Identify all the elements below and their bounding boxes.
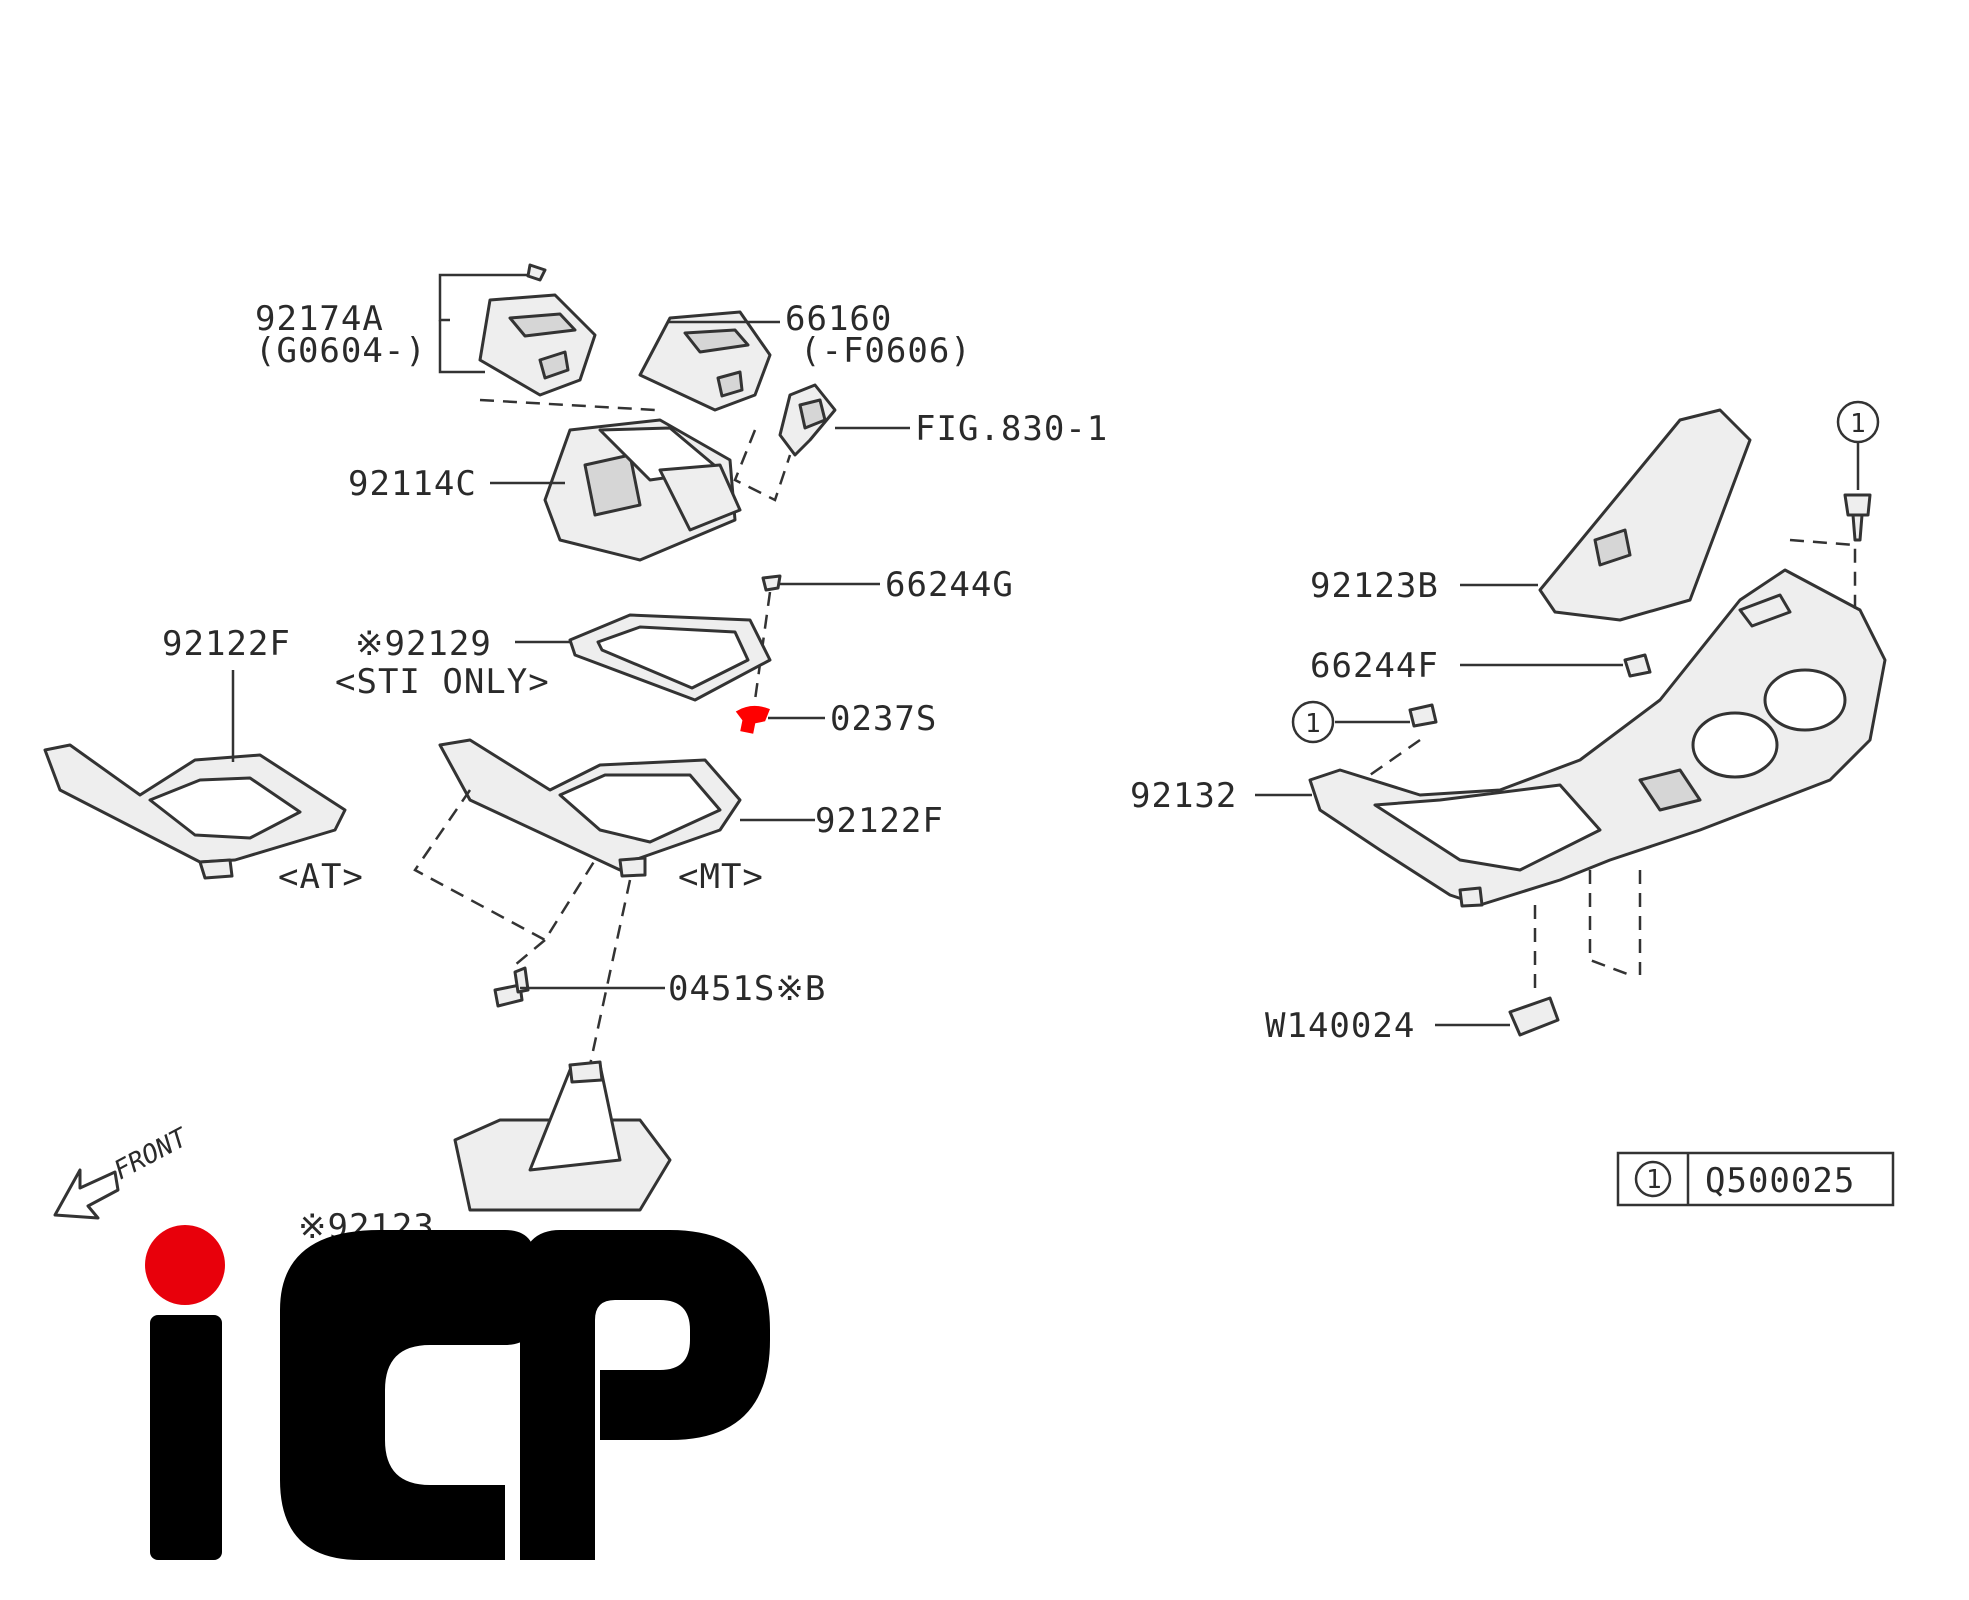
label-92123B: 92123B — [1310, 566, 1439, 606]
label-92174A: 92174A — [255, 299, 384, 339]
part-fig830-switch — [778, 383, 837, 457]
label-66244G: 66244G — [885, 565, 1014, 605]
part-66244G-screw — [761, 574, 782, 592]
label-66244F: 66244F — [1310, 646, 1439, 686]
part-callout-screw-top — [1843, 493, 1872, 542]
label-92129-note: <STI ONLY> — [335, 662, 550, 702]
part-0451S-screw — [493, 966, 530, 1008]
part-92114C-housing — [543, 418, 742, 562]
part-92123B-armrest-lid — [1538, 408, 1752, 622]
label-at: <AT> — [278, 857, 364, 897]
label-92122F-at: 92122F — [162, 624, 291, 664]
label-66160-range: (-F0606) — [800, 331, 972, 371]
label-front: FRONT — [109, 1122, 193, 1186]
part-66244F-clip — [1623, 653, 1652, 678]
part-92174A-cover — [478, 263, 597, 397]
part-92123-shift-boot — [453, 1060, 672, 1212]
callout-1-top-text: 1 — [1850, 409, 1866, 439]
part-callout-screw-left — [1408, 703, 1438, 728]
part-92122F-mt-trim — [438, 738, 742, 878]
label-92129: ※92129 — [355, 624, 492, 664]
part-92129-bezel — [568, 613, 772, 702]
part-W140024-clip — [1508, 996, 1560, 1037]
part-92132-console — [1308, 568, 1887, 908]
label-92174A-range: (G0604-) — [255, 331, 427, 371]
part-92122F-at-trim — [43, 743, 347, 880]
label-66160: 66160 — [785, 299, 892, 339]
legend-box: 1 Q500025 — [1616, 1151, 1895, 1207]
label-W140024: W140024 — [1265, 1006, 1415, 1046]
legend-ref: 1 — [1646, 1165, 1662, 1195]
label-mt: <MT> — [678, 857, 764, 897]
label-92122F-mt: 92122F — [815, 801, 944, 841]
label-0237S: 0237S — [830, 699, 937, 739]
callout-1-left-icon: 1 — [1291, 700, 1335, 744]
logo-dot — [145, 1225, 225, 1305]
icp-logo — [145, 1225, 770, 1560]
part-0237S-clip-highlighted — [735, 705, 770, 734]
label-92132: 92132 — [1130, 776, 1237, 816]
part-66160-cover — [638, 310, 772, 412]
front-arrow-icon — [53, 1168, 120, 1220]
label-0451S: 0451S※B — [668, 969, 826, 1009]
legend-code: Q500025 — [1705, 1161, 1855, 1201]
callout-1-top-icon: 1 — [1836, 400, 1880, 444]
label-fig830: FIG.830-1 — [915, 409, 1108, 449]
label-92114C: 92114C — [348, 464, 477, 504]
callout-1-left-text: 1 — [1305, 709, 1321, 739]
